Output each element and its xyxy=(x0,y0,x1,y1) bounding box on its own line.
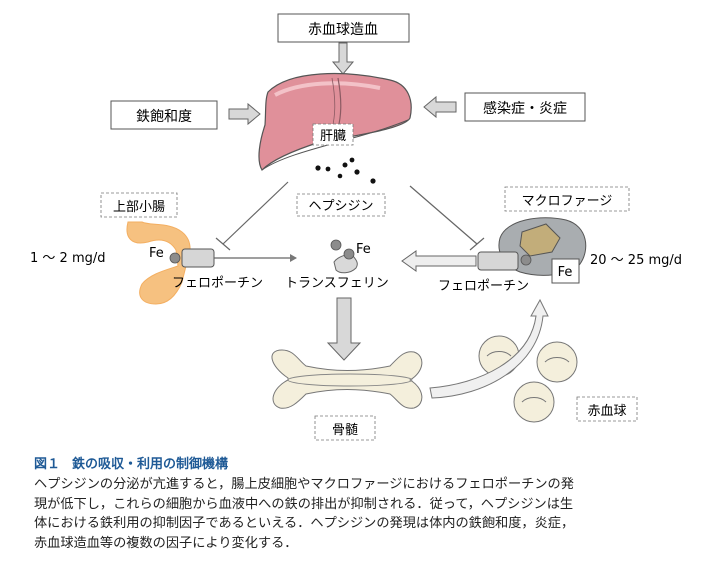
caption-line-1: ヘプシジンの分泌が亢進すると，腸上皮細胞やマクロファージにおけるフェロポーチンの… xyxy=(34,477,574,492)
macrophage-label: マクロファージ xyxy=(522,194,613,209)
iron-saturation-label: 鉄飽和度 xyxy=(136,108,192,125)
figure-caption: 図１ 鉄の吸収・利用の制御機構 ヘプシジンの分泌が亢進すると，腸上皮細胞やマクロフ… xyxy=(34,456,694,553)
rbc-label: 赤血球 xyxy=(587,404,626,419)
bone-marrow-label-box xyxy=(314,415,376,441)
rbc-to-macrophage-arrow xyxy=(429,298,549,399)
transferrin-label: トランスフェリン xyxy=(285,276,389,291)
inflammation-arrow xyxy=(423,95,457,119)
caption-line-2: 現が低下し，これらの細胞から血液中への鉄の排出が抑制される．従って，ヘプシジンは… xyxy=(34,496,574,512)
transferrin-icon xyxy=(330,239,358,274)
fe-macrophage-label: Fe xyxy=(558,265,573,280)
hepcidin-label-box xyxy=(296,193,386,217)
erythropoiesis-box xyxy=(277,13,410,43)
rbc-label-box xyxy=(576,396,638,422)
erythropoiesis-label: 赤血球造血 xyxy=(308,22,378,38)
ferroportin-right xyxy=(401,250,519,272)
bone-illustration xyxy=(271,349,423,409)
iron-regulation-diagram: 赤血球造血 鉄飽和度 感染症・炎症 肝臓 ヘプシジン 上部小腸 1 〜 2 mg… xyxy=(30,13,682,441)
liver-label: 肝臓 xyxy=(320,129,346,144)
recycling-rate: 20 〜 25 mg/d xyxy=(590,253,682,268)
figure-title: 図１ 鉄の吸収・利用の制御機構 xyxy=(34,456,694,474)
hepcidin-dots xyxy=(315,157,376,184)
inflammation-label: 感染症・炎症 xyxy=(483,100,567,117)
liver-label-box xyxy=(312,123,354,146)
hepcidin-inhibition-lines xyxy=(215,181,485,251)
duodenum-illustration xyxy=(126,221,191,305)
duodenum-label: 上部小腸 xyxy=(113,200,165,215)
iron-saturation-box xyxy=(110,100,218,130)
duodenum-label-box xyxy=(100,192,178,218)
caption-line-4: 赤血球造血等の複数の因子により変化する． xyxy=(34,535,298,551)
liver-illustration xyxy=(258,72,412,171)
fe-left-label: Fe xyxy=(149,246,164,261)
iron-saturation-arrow xyxy=(228,102,261,126)
fe-macrophage-box xyxy=(551,258,580,284)
ferroportin-right-label: フェロポーチン xyxy=(438,279,529,294)
ferroportin-left-label: フェロポーチン xyxy=(172,276,263,291)
transferrin-to-marrow-arrow xyxy=(326,297,362,361)
hepcidin-label: ヘプシジン xyxy=(308,199,373,214)
macrophage-label-box xyxy=(504,186,630,212)
absorption-rate: 1 〜 2 mg/d xyxy=(30,251,106,266)
figure-title-text: 鉄の吸収・利用の制御機構 xyxy=(72,457,229,472)
bone-marrow-label: 骨髄 xyxy=(332,423,358,438)
ferroportin-left xyxy=(169,248,297,268)
caption-line-3: 体における鉄利用の抑制因子であるといえる．ヘプシジンの発現は体内の鉄飽和度，炎症… xyxy=(34,516,575,531)
inflammation-box xyxy=(464,92,586,122)
figure-number: 図１ xyxy=(34,457,61,472)
fe-transferrin-label: Fe xyxy=(356,242,371,257)
erythropoiesis-arrow xyxy=(331,42,355,75)
